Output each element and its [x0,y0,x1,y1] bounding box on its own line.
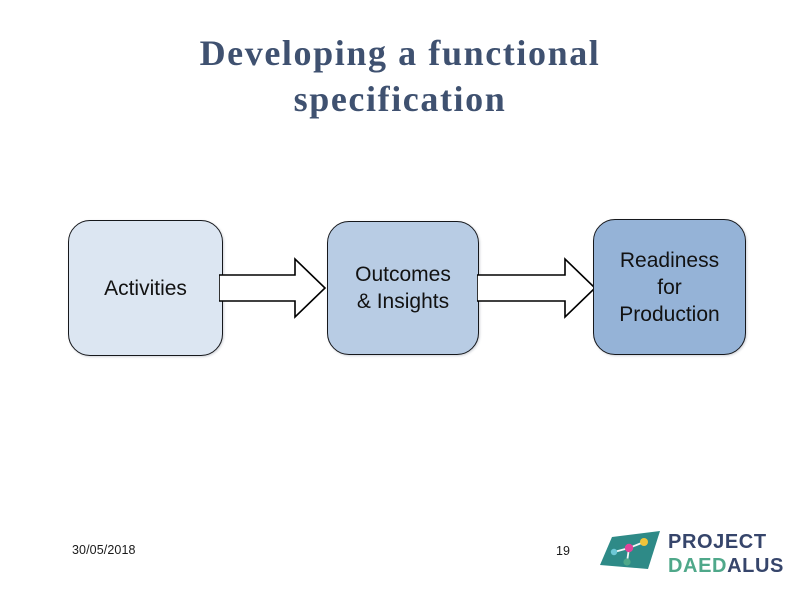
slide-number: 19 [556,544,570,558]
flow-node-outcomes-insights-label: Outcomes & Insights [355,263,451,313]
page-title-line-2: specification [293,79,507,119]
footer-date: 30/05/2018 [72,543,136,557]
project-daedalus-logo-text: PROJECT DAEDALUS [668,530,784,578]
page-title: Developing a functional specification [70,30,730,122]
flow-arrow-activities-to-outcomes [218,257,327,324]
logo-text-daedalus: DAEDALUS [668,554,784,578]
flow-node-activities-label: Activities [104,276,187,300]
page-title-line-1: Developing a functional [199,33,601,73]
flow-node-readiness-for-production-label: Readiness for Production [619,248,720,326]
flow-arrow-outcomes-to-readiness [476,257,597,324]
flow-node-readiness-for-production[interactable]: Readiness for Production [593,219,746,355]
flow-node-activities[interactable]: Activities [68,220,223,356]
logo-text-project: PROJECT [668,531,767,553]
project-daedalus-logo: PROJECT DAEDALUS [600,528,790,584]
logo-text-alus: ALUS [727,555,784,577]
project-daedalus-network-mark-icon [600,531,662,578]
logo-text-daed: DAED [668,555,728,577]
flow-node-outcomes-insights[interactable]: Outcomes & Insights [327,221,479,355]
